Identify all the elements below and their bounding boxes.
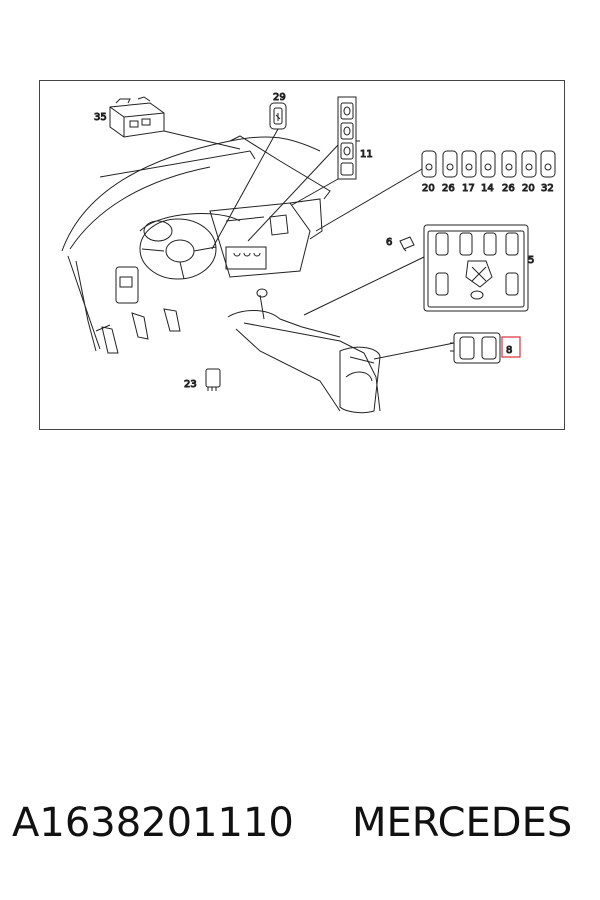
exploded-parts-diagram: 35 29 11 6 5 8 23 20 26 17 14 26 20 32 [61, 92, 556, 414]
callout-11: 11 [360, 149, 373, 160]
part-5-switch-panel [303, 224, 529, 316]
callout-row-item: 20 [422, 183, 435, 194]
part-23-relay [205, 368, 221, 391]
callout-row-item: 26 [502, 183, 515, 194]
callout-29: 29 [273, 92, 286, 103]
callout-8: 8 [506, 345, 512, 356]
dashboard-illustration [61, 135, 381, 414]
callout-6: 6 [386, 237, 392, 248]
callout-35: 35 [94, 112, 107, 123]
callout-23: 23 [184, 379, 197, 390]
callout-row-item: 20 [522, 183, 535, 194]
part-11-switch-strip [247, 96, 360, 242]
part-number: A1638201110 [12, 800, 294, 846]
part-35-module [109, 96, 241, 150]
part-6-bulb [399, 236, 415, 252]
callout-row-item: 14 [481, 183, 494, 194]
callout-5: 5 [528, 255, 534, 266]
part-8-window-switch [373, 332, 521, 364]
footer: A1638201110 MERCEDES [0, 800, 600, 860]
brand-name: MERCEDES [352, 800, 573, 846]
part-29-switch [211, 102, 287, 250]
part-8-highlight-box [501, 336, 521, 358]
callout-row-item: 17 [462, 183, 475, 194]
callout-row-item: 32 [541, 183, 554, 194]
diagram-frame: 35 29 11 6 5 8 23 20 26 17 14 26 20 32 [39, 80, 565, 430]
callout-row-item: 26 [442, 183, 455, 194]
switch-row [315, 150, 556, 232]
